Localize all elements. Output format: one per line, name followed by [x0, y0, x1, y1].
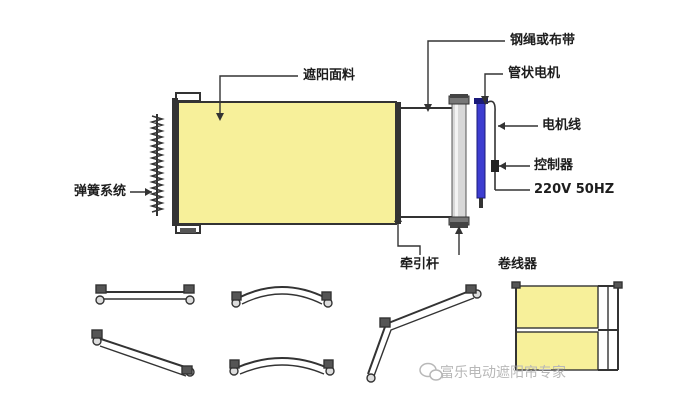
sketch-inclined: [91, 329, 195, 377]
sketch-curved: [231, 286, 333, 308]
label-winder: 卷线器: [498, 257, 538, 272]
sketch-panel: [511, 281, 623, 371]
leader-arrowheads: [145, 96, 506, 234]
top-left-clip: [175, 92, 201, 102]
watermark-text: 富乐电动遮阳帘专家: [440, 365, 566, 381]
label-power: 220V 50HZ: [534, 182, 615, 197]
label-tube-motor: 管状电机: [508, 66, 561, 81]
spring-coil: [149, 114, 165, 216]
label-motor-wire: 电机线: [542, 118, 582, 133]
label-fabric: 遮阳面料: [303, 68, 356, 83]
wechat-icon: [419, 362, 443, 381]
tube-motor: [474, 98, 488, 208]
sketch-bent: [366, 284, 482, 383]
label-pull-rod: 牵引杆: [400, 257, 440, 272]
sketch-arched: [229, 357, 335, 376]
sketch-flat: [95, 284, 195, 305]
label-cable: 钢绳或布带: [510, 33, 576, 48]
left-rail: [172, 98, 178, 226]
label-spring-system: 弹簧系统: [74, 184, 127, 199]
motor-wire: [484, 100, 496, 160]
operation-sketches: [91, 281, 623, 383]
shade-fabric: [177, 101, 397, 225]
label-controller: 控制器: [534, 158, 574, 173]
controller-box: [491, 160, 499, 172]
pull-rod: [396, 102, 401, 224]
main-assembly: [149, 92, 499, 234]
winder-roller: [448, 94, 470, 228]
